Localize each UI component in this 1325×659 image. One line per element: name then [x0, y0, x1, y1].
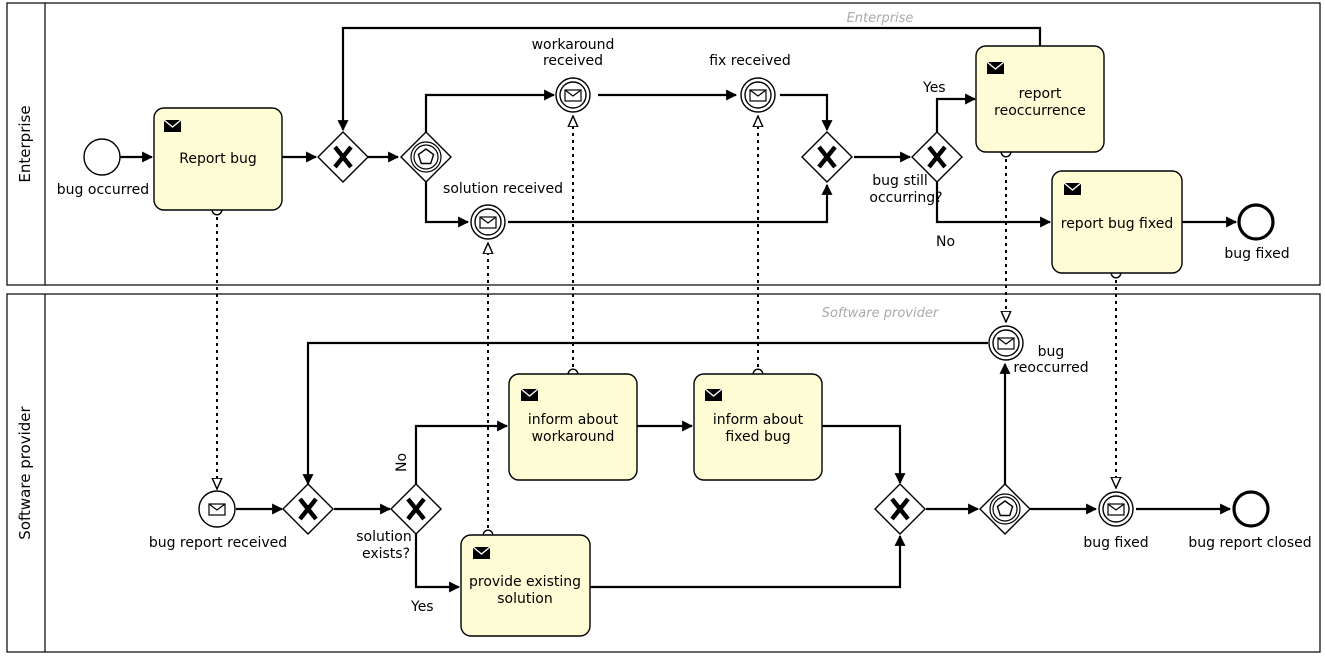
x-mark-icon	[890, 497, 910, 521]
exclusive-gateway-provider-join[interactable]	[874, 483, 926, 535]
event-label: bug fixed	[1224, 246, 1289, 262]
message-catch-event-fix-received[interactable]: fix received	[709, 53, 791, 113]
event-label: bug occurred	[57, 182, 149, 198]
pool-label-software-provider: Software provider	[16, 405, 34, 539]
task-label: report bug fixed	[1061, 216, 1173, 232]
pool-software-provider: Software provider Software provider	[6, 293, 1321, 653]
x-mark-icon	[298, 497, 318, 521]
event-label: bug fixed	[1083, 535, 1148, 551]
message-catch-event-solution-received[interactable]: solution received	[443, 181, 563, 240]
envelope-icon	[986, 61, 1005, 74]
x-mark-icon	[333, 145, 353, 169]
event-label-line-2: reoccurred	[1013, 360, 1088, 376]
event-based-gateway-provider[interactable]	[979, 483, 1031, 535]
task-label: Report bug	[179, 151, 257, 167]
task-inform-about-workaround[interactable]: inform about workaround	[508, 373, 638, 481]
message-start-event-bug-report-received[interactable]: bug report received	[149, 490, 287, 551]
envelope-icon	[564, 89, 582, 102]
task-report-reoccurrence[interactable]: report reoccurrence	[975, 45, 1105, 153]
envelope-icon	[997, 337, 1015, 350]
envelope-icon	[1063, 182, 1082, 195]
envelope-icon	[520, 388, 539, 401]
message-catch-event-bug-reoccurred[interactable]: bug reoccurred	[988, 325, 1089, 376]
flow-label-no-workaround: No	[394, 453, 410, 472]
event-label: bug report closed	[1188, 535, 1311, 551]
sequence-flows-enterprise	[120, 26, 1238, 228]
envelope-icon	[208, 503, 226, 516]
exclusive-gateway-bug-still-occurring[interactable]: bug still occurring?	[869, 131, 963, 206]
flow-label-no-fixed: No	[936, 234, 955, 250]
event-based-gateway-enterprise[interactable]	[400, 131, 452, 183]
start-event-bug-occurred[interactable]: bug occurred	[57, 138, 149, 198]
task-provide-existing-solution[interactable]: provide existing solution	[460, 534, 591, 637]
task-label-line-2: reoccurrence	[994, 103, 1086, 119]
envelope-icon	[479, 216, 497, 229]
envelope-icon	[163, 119, 182, 132]
exclusive-gateway-merge[interactable]	[317, 131, 369, 183]
task-label-line-1: provide existing	[469, 574, 581, 590]
envelope-icon	[472, 546, 491, 559]
event-label: bug report received	[149, 535, 287, 551]
gateway-label-line-1: solution	[356, 529, 411, 545]
gateway-label-line-2: exists?	[362, 546, 410, 562]
pool-watermark-software-provider: Software provider	[822, 306, 940, 321]
pentagon-icon	[417, 148, 435, 165]
x-mark-icon	[406, 497, 426, 521]
task-report-bug-fixed[interactable]: report bug fixed	[1051, 170, 1183, 274]
flow-label-yes-solution: Yes	[410, 599, 434, 615]
message-catch-event-workaround-received[interactable]: workaround received	[532, 37, 615, 113]
exclusive-gateway-provider-merge[interactable]	[282, 483, 334, 535]
envelope-icon	[704, 388, 723, 401]
event-label: fix received	[709, 53, 791, 69]
event-label-line-1: bug	[1038, 344, 1065, 360]
message-flows	[217, 116, 1116, 535]
task-label-line-2: fixed bug	[725, 429, 790, 445]
message-catch-event-bug-fixed[interactable]: bug fixed	[1083, 491, 1149, 551]
flow-label-yes-reoccurrence: Yes	[922, 80, 946, 96]
exclusive-gateway-join-received[interactable]	[801, 131, 853, 183]
pentagon-icon	[996, 500, 1014, 517]
task-report-bug[interactable]: Report bug	[153, 107, 283, 211]
envelope-icon	[1107, 503, 1125, 516]
x-mark-icon	[817, 145, 837, 169]
gateway-label-line-1: bug still	[872, 173, 928, 189]
task-inform-about-fixed-bug[interactable]: inform about fixed bug	[693, 373, 823, 481]
exclusive-gateway-solution-exists[interactable]: solution exists?	[356, 483, 442, 562]
task-label-line-1: report	[1019, 86, 1062, 102]
event-label-line-1: workaround	[532, 37, 615, 53]
gateway-label-line-2: occurring?	[869, 190, 942, 206]
event-label: solution received	[443, 181, 563, 197]
task-label-line-2: solution	[497, 591, 552, 607]
task-label-line-1: inform about	[713, 412, 804, 428]
end-event-bug-report-closed[interactable]: bug report closed	[1188, 490, 1312, 551]
x-mark-icon	[927, 145, 947, 169]
task-label-line-2: workaround	[532, 429, 615, 445]
end-event-bug-fixed[interactable]: bug fixed	[1224, 203, 1290, 262]
pool-label-enterprise: Enterprise	[16, 105, 34, 182]
envelope-icon	[749, 89, 767, 102]
task-label-line-1: inform about	[528, 412, 619, 428]
event-label-line-2: received	[543, 53, 603, 69]
pool-watermark-enterprise: Enterprise	[847, 11, 914, 26]
